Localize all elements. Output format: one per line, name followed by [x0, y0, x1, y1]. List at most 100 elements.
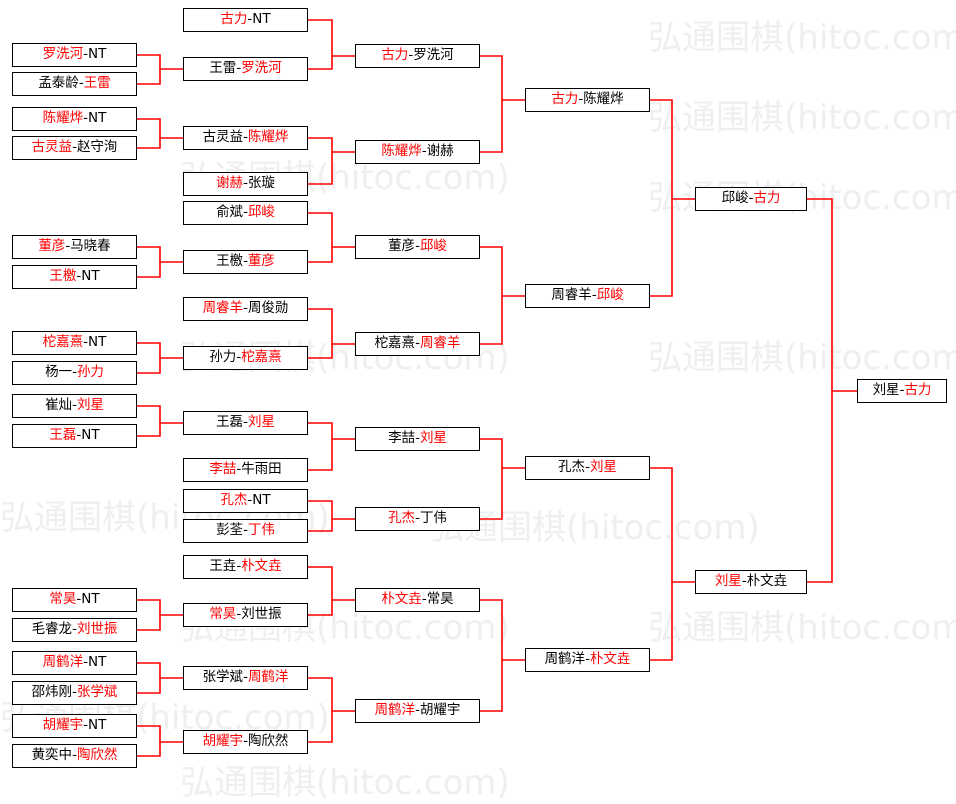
player-right: 罗洗河 [413, 47, 454, 64]
match-box[interactable]: 常昊-刘世振 [183, 603, 308, 627]
player-right: NT [88, 717, 107, 734]
match-box[interactable]: 杨一-孙力 [12, 361, 137, 385]
player-right: 张璇 [247, 175, 275, 192]
player-left: 陈耀烨 [381, 143, 422, 160]
match-separator: - [408, 47, 414, 64]
match-box[interactable]: 朴文垚-常昊 [355, 588, 480, 612]
match-box[interactable]: 古力-NT [183, 8, 308, 32]
match-separator: - [76, 427, 82, 444]
match-box[interactable]: 孟泰龄-王雷 [12, 72, 137, 96]
match-box[interactable]: 孔杰-刘星 [525, 456, 650, 480]
match-box[interactable]: 张学斌-周鹤洋 [183, 666, 308, 690]
match-box[interactable]: 崔灿-刘星 [12, 394, 137, 418]
match-separator: - [72, 621, 77, 638]
match-box[interactable]: 周鹤洋-胡耀宇 [355, 699, 480, 723]
player-left: 古灵益 [202, 129, 244, 146]
match-box[interactable]: 常昊-NT [12, 588, 137, 612]
match-box[interactable]: 古力-罗洗河 [355, 44, 480, 68]
player-left: 刘星 [714, 573, 742, 590]
match-separator: - [899, 382, 905, 399]
player-left: 孔杰 [220, 492, 248, 509]
connector-line [137, 725, 183, 743]
player-left: 毛睿龙 [31, 621, 73, 638]
player-left: 陈耀烨 [42, 110, 84, 127]
player-right: 周俊勋 [247, 300, 289, 317]
match-box[interactable]: 董彦-邱峻 [355, 235, 480, 259]
player-right: 邱峻 [596, 287, 624, 304]
player-left: 邱峻 [721, 190, 749, 207]
match-separator: - [585, 459, 590, 476]
match-box[interactable]: 孔杰-NT [183, 489, 308, 513]
match-box[interactable]: 李喆-刘星 [355, 427, 480, 451]
match-box[interactable]: 王磊-刘星 [183, 411, 308, 435]
match-box[interactable]: 胡耀宇-陶欣然 [183, 730, 308, 754]
match-box[interactable]: 古灵益-赵守洵 [12, 136, 137, 160]
player-left: 孟泰龄 [38, 75, 79, 92]
match-box[interactable]: 邵炜刚-张学斌 [12, 681, 137, 705]
player-left: 王檄 [49, 268, 77, 285]
connector-line [650, 199, 673, 297]
match-box[interactable]: 刘星-古力 [857, 379, 947, 403]
match-box[interactable]: 王磊-NT [12, 424, 137, 448]
player-left: 孙力 [209, 349, 237, 366]
match-box[interactable]: 李喆-牛雨田 [183, 458, 308, 482]
player-right: 朴文垚 [746, 573, 788, 590]
player-right: 陶欣然 [247, 733, 289, 750]
player-right: 胡耀宇 [419, 702, 461, 719]
player-left: 刘星 [872, 382, 900, 399]
player-right: 刘星 [589, 459, 617, 476]
match-box[interactable]: 胡耀宇-NT [12, 714, 137, 738]
player-right: 马晓春 [70, 238, 111, 255]
player-right: 陈耀烨 [583, 91, 624, 108]
player-left: 古力 [551, 91, 579, 108]
match-separator: - [415, 430, 420, 447]
match-box[interactable]: 谢赫-张璇 [183, 172, 308, 196]
match-box[interactable]: 柁嘉熹-周睿羊 [355, 332, 480, 356]
match-separator: - [83, 334, 88, 351]
player-left: 杨一 [45, 364, 73, 381]
match-box[interactable]: 陈耀烨-NT [12, 107, 137, 131]
match-box[interactable]: 古灵益-陈耀烨 [183, 126, 308, 150]
match-box[interactable]: 柁嘉熹-NT [12, 331, 137, 355]
match-box[interactable]: 彭荃-丁伟 [183, 519, 308, 543]
player-left: 胡耀宇 [42, 717, 84, 734]
connector-line [308, 19, 355, 57]
match-box[interactable]: 古力-陈耀烨 [525, 88, 650, 112]
player-right: NT [81, 427, 100, 444]
match-box[interactable]: 陈耀烨-谢赫 [355, 140, 480, 164]
match-separator: - [78, 75, 84, 92]
match-box[interactable]: 王雷-罗洗河 [183, 57, 308, 81]
match-separator: - [243, 733, 248, 750]
match-box[interactable]: 王垚-朴文垚 [183, 555, 308, 579]
match-separator: - [236, 349, 242, 366]
match-separator: - [415, 702, 420, 719]
match-box[interactable]: 王檄-NT [12, 265, 137, 289]
match-box[interactable]: 俞斌-邱峻 [183, 201, 308, 225]
match-separator: - [421, 143, 427, 160]
connector-line [137, 246, 183, 263]
connector-line [308, 212, 355, 248]
match-box[interactable]: 邱峻-古力 [695, 187, 807, 211]
connector-line [480, 55, 525, 101]
player-right: 常昊 [426, 591, 454, 608]
player-left: 黄奕中 [31, 747, 73, 764]
match-box[interactable]: 孙力-柁嘉熹 [183, 346, 308, 370]
match-box[interactable]: 周睿羊-邱峻 [525, 284, 650, 308]
match-box[interactable]: 刘星-朴文垚 [695, 570, 807, 594]
match-box[interactable]: 毛睿龙-刘世振 [12, 618, 137, 642]
match-box[interactable]: 周鹤洋-朴文垚 [525, 648, 650, 672]
player-left: 王雷 [209, 60, 237, 77]
match-box[interactable]: 孔杰-丁伟 [355, 507, 480, 531]
match-box[interactable]: 黄奕中-陶欣然 [12, 744, 137, 768]
match-box[interactable]: 董彦-马晓春 [12, 235, 137, 259]
match-box[interactable]: 王檄-董彦 [183, 250, 308, 274]
player-right: 丁伟 [419, 510, 447, 527]
watermark-text: 弘通围棋(hitoc.com) [648, 338, 956, 378]
match-box[interactable]: 罗洗河-NT [12, 43, 137, 67]
match-box[interactable]: 周鹤洋-NT [12, 651, 137, 675]
player-right: 古力 [904, 382, 932, 399]
match-separator: - [236, 606, 242, 623]
match-box[interactable]: 周睿羊-周俊勋 [183, 297, 308, 321]
match-separator: - [76, 268, 82, 285]
player-left: 王磊 [216, 414, 244, 431]
